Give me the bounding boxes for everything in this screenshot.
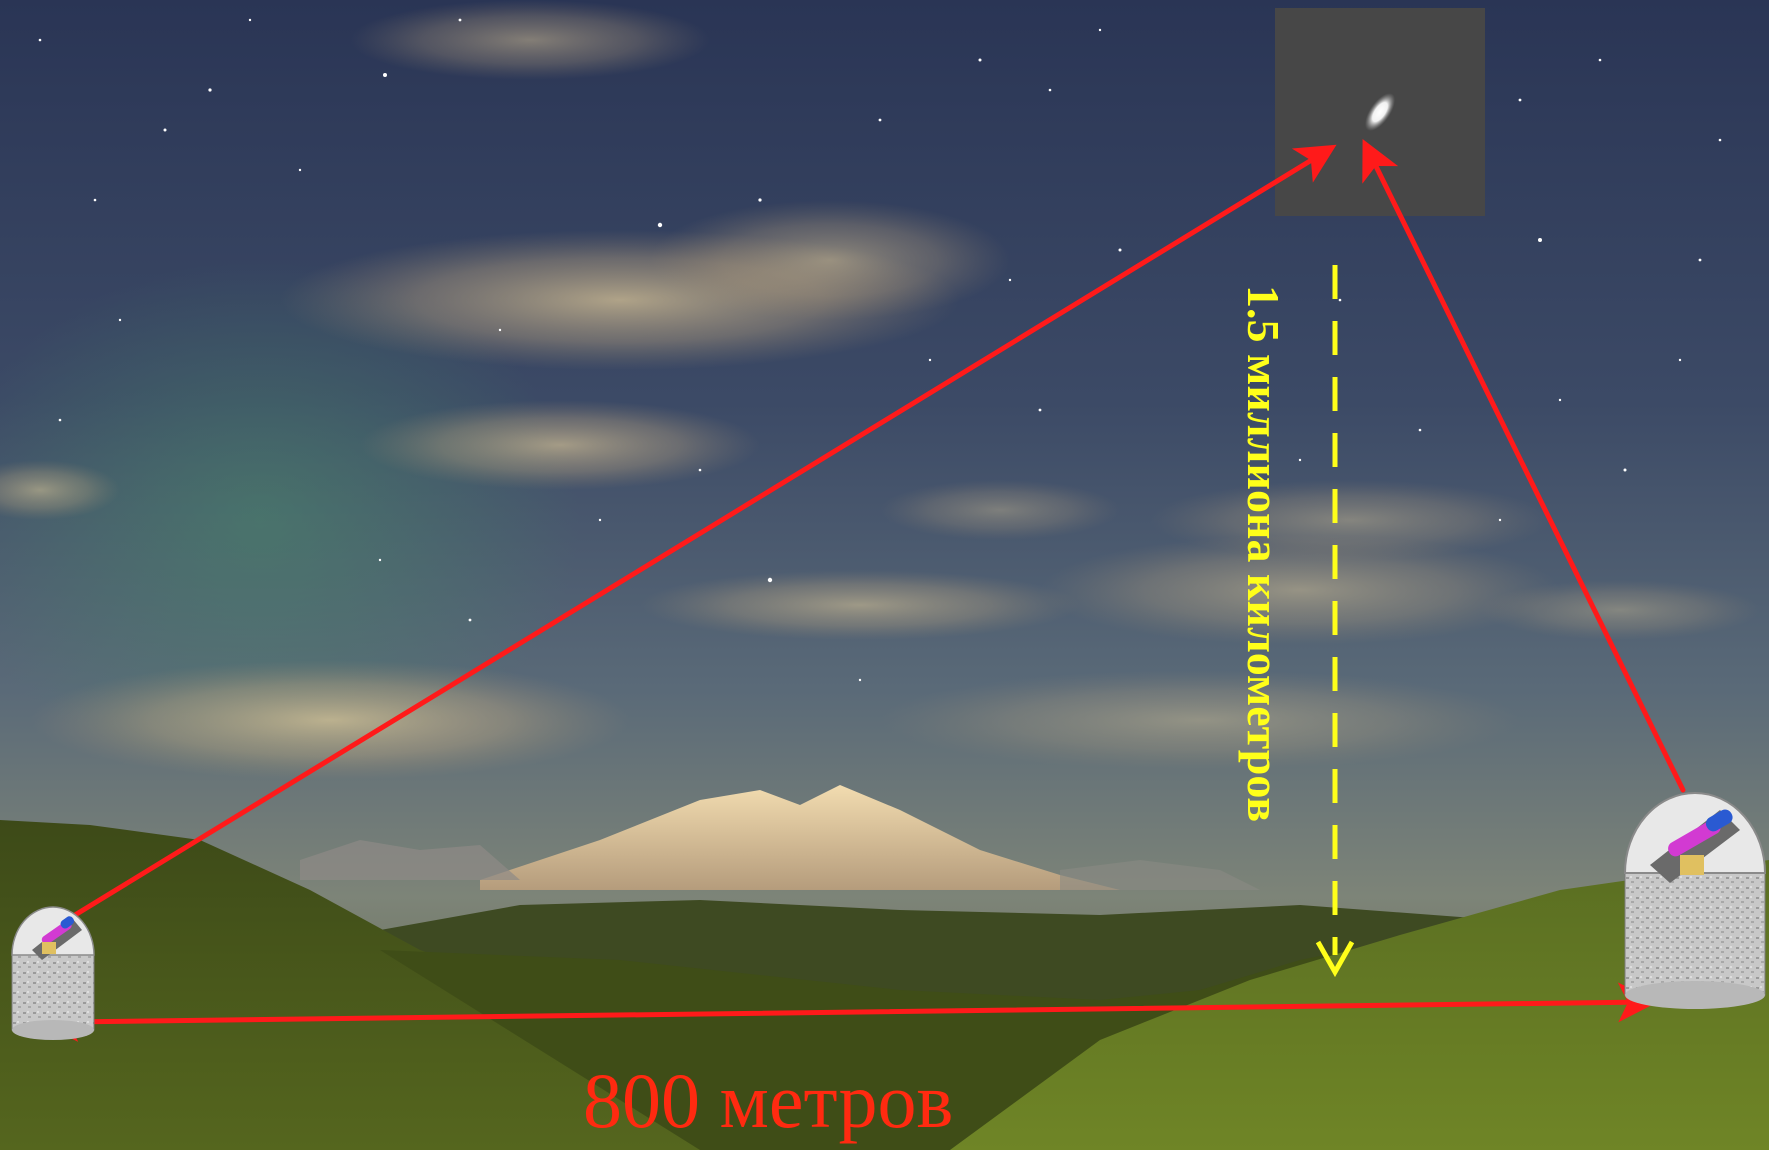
sight-lines <box>38 139 1686 1042</box>
observatory-dome-icon <box>1623 792 1767 1009</box>
distance-indicator <box>1315 265 1355 978</box>
snow-mountain <box>300 785 1260 890</box>
clouds <box>0 0 1760 780</box>
right-sight-line <box>1362 139 1686 793</box>
left-sight-line <box>72 144 1337 918</box>
vertical-distance-label: 1.5 миллиона километров <box>1238 285 1289 822</box>
baseline-line <box>38 982 1658 1042</box>
green-airglow <box>0 260 580 780</box>
down-arrow-icon <box>1315 940 1355 978</box>
baseline-distance-label: 800 метров <box>583 1057 953 1144</box>
target-inset <box>1275 8 1485 216</box>
comet-blob-icon <box>1364 93 1396 131</box>
observatory-dome-icon <box>11 906 95 1040</box>
